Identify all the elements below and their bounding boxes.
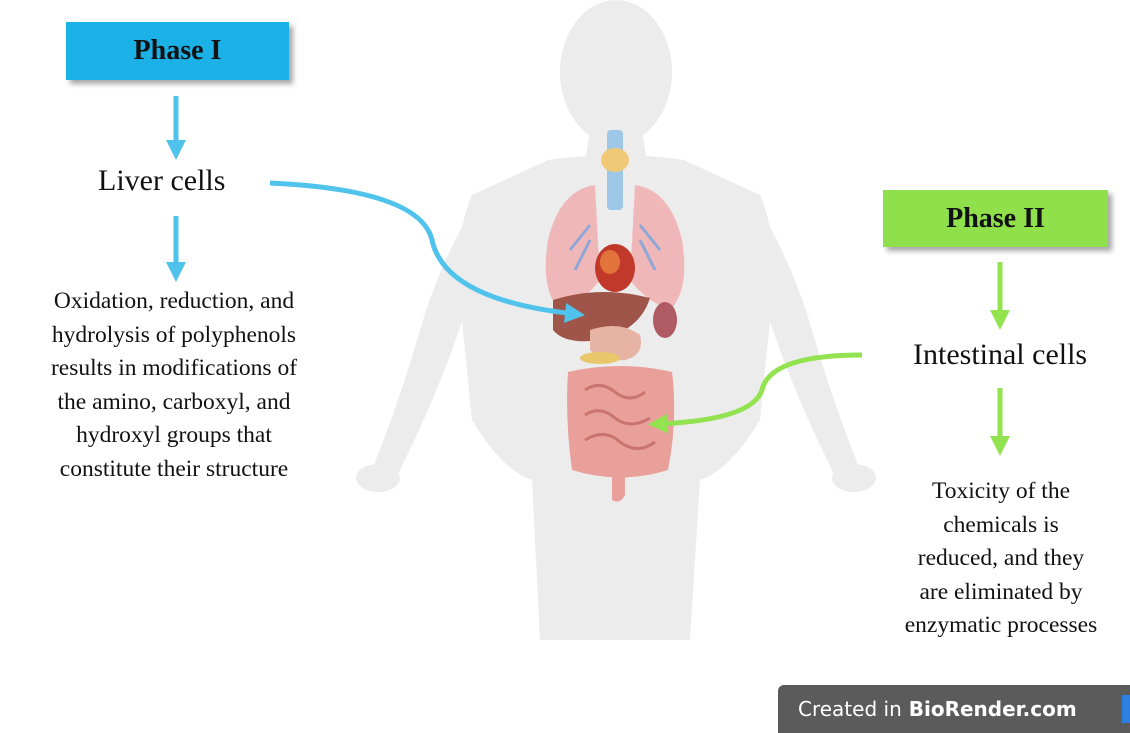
heart-icon <box>595 244 635 292</box>
phase2-description-line: reduced, and they <box>870 542 1130 576</box>
phase2-title-box: Phase II <box>883 190 1108 247</box>
badge-prefix: Created in <box>798 697 902 721</box>
phase1-title-box: Phase I <box>66 22 289 80</box>
phase1-description-line: results in modifications of <box>4 352 344 386</box>
phase1-description-line: the amino, carboxyl, and <box>4 386 344 420</box>
biorender-badge[interactable]: Created in BioRender.com <box>778 685 1130 733</box>
phase1-title: Phase I <box>134 35 222 67</box>
intestinal-cells-label: Intestinal cells <box>913 338 1087 372</box>
badge-brand: BioRender.com <box>909 697 1077 721</box>
phase1-description-line: hydroxyl groups that <box>4 419 344 453</box>
phase2-title: Phase II <box>946 203 1045 235</box>
phase1-description-line: hydrolysis of polyphenols <box>4 319 344 353</box>
phase2-description-line: are eliminated by <box>870 576 1130 610</box>
phase1-description: Oxidation, reduction, and hydrolysis of … <box>4 285 344 486</box>
phase2-description-line: chemicals is <box>870 509 1130 543</box>
phase1-description-line: Oxidation, reduction, and <box>4 285 344 319</box>
phase2-description-line: Toxicity of the <box>870 475 1130 509</box>
phase2-description: Toxicity of the chemicals is reduced, an… <box>870 475 1130 643</box>
biorender-logo-icon <box>1122 695 1130 723</box>
phase2-description-line: enzymatic processes <box>870 609 1130 643</box>
liver-cells-label: Liver cells <box>98 164 225 198</box>
phase1-description-line: constitute their structure <box>4 453 344 487</box>
